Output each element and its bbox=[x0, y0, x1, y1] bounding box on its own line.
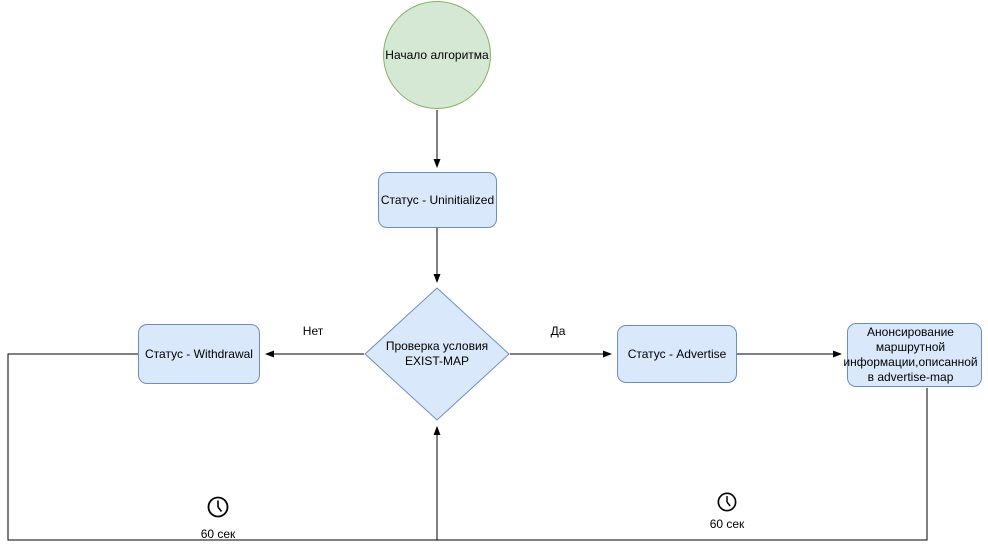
announce-node[interactable]: Анонсирование маршрутной информации,опис… bbox=[843, 323, 982, 387]
timer-label-left: 60 сек bbox=[200, 527, 236, 541]
status-uninitialized-node[interactable]: Статус - Uninitialized bbox=[378, 172, 497, 228]
clock-icon-left bbox=[207, 496, 229, 518]
edge-feedback-loop bbox=[7, 353, 928, 541]
status-advertise-node[interactable]: Статус - Advertise bbox=[617, 325, 737, 383]
status-advertise-label: Статус - Advertise bbox=[627, 346, 727, 361]
decision-node[interactable]: Проверка условия EXIST-MAP bbox=[364, 287, 510, 421]
start-node[interactable]: Начало алгоритма bbox=[383, 1, 491, 109]
status-withdrawal-node[interactable]: Статус - Withdrawal bbox=[138, 324, 260, 384]
edge-label-no: Нет bbox=[302, 324, 324, 338]
decision-node-label: Проверка условия EXIST-MAP bbox=[385, 339, 489, 368]
status-uninitialized-label: Статус - Uninitialized bbox=[380, 192, 495, 207]
edge-label-yes: Да bbox=[550, 324, 566, 338]
timer-label-right: 60 сек bbox=[709, 517, 745, 531]
clock-icon-right bbox=[717, 492, 737, 512]
status-withdrawal-label: Статус - Withdrawal bbox=[145, 346, 253, 361]
diamond-shape bbox=[364, 287, 510, 421]
announce-node-label: Анонсирование маршрутной информации,опис… bbox=[843, 325, 978, 384]
start-node-label: Начало алгоритма bbox=[385, 47, 489, 62]
